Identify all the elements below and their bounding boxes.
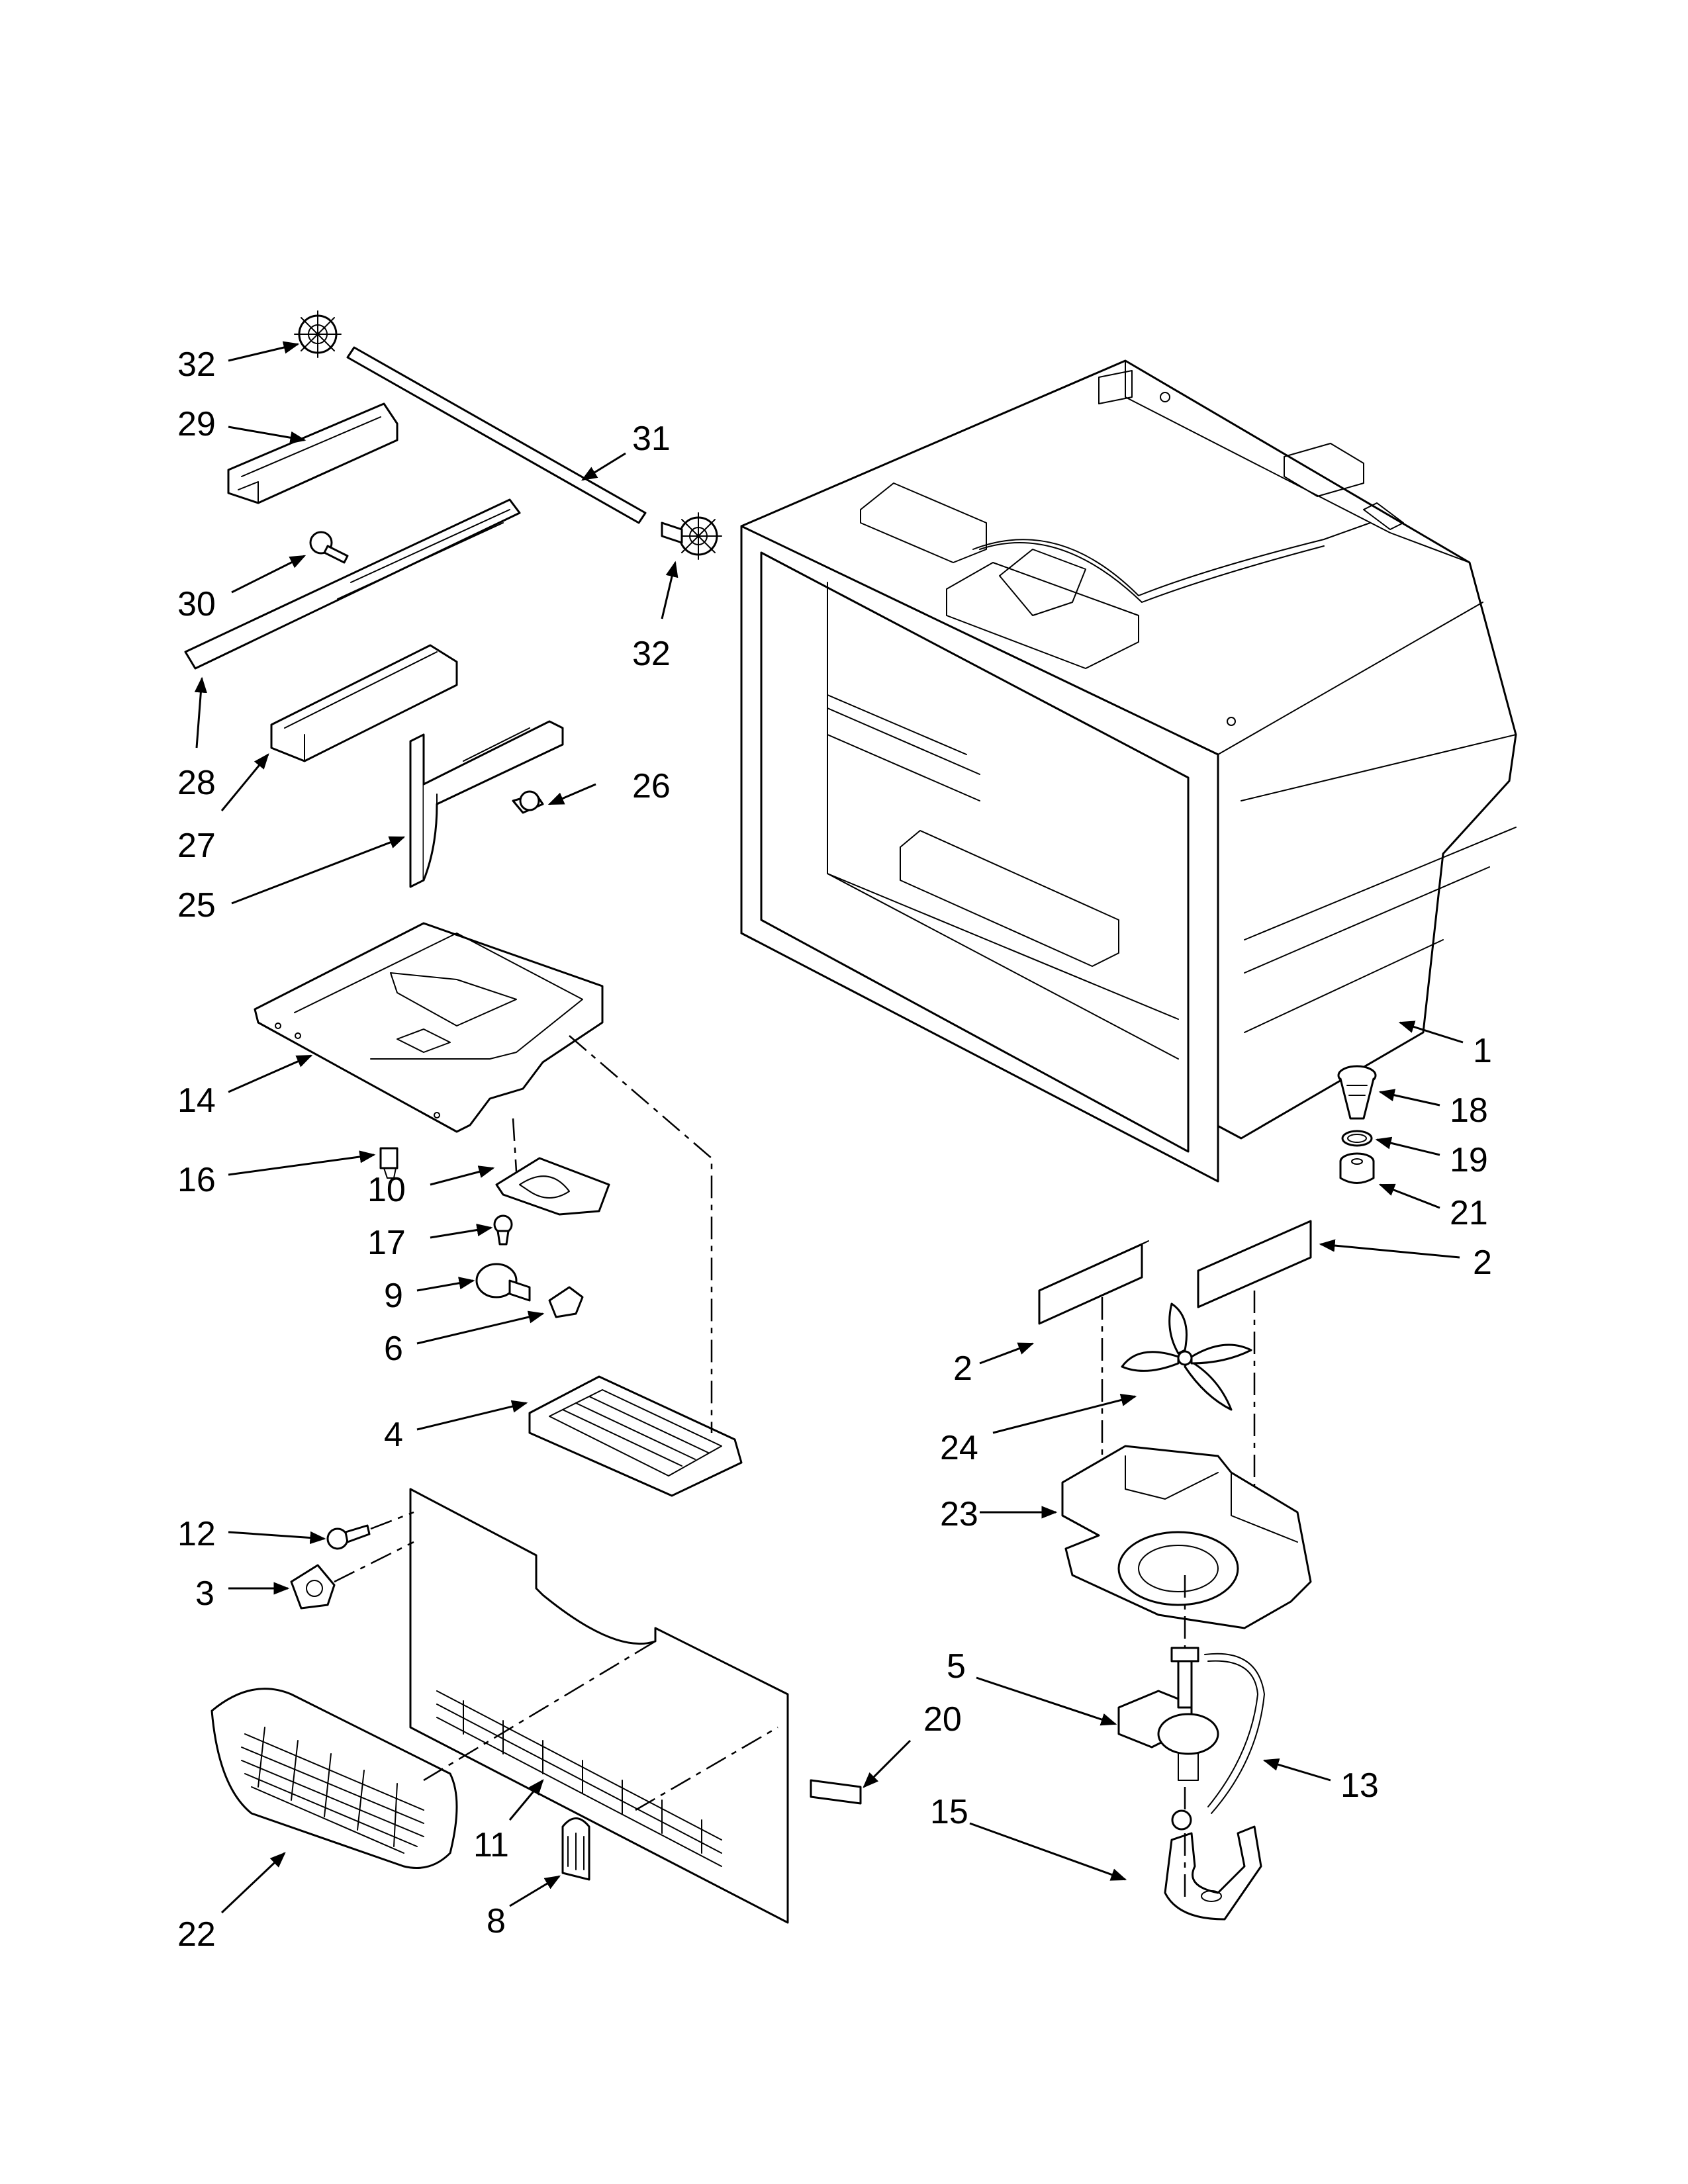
callout-30: 30 bbox=[177, 585, 216, 623]
part-4-drip-tray bbox=[528, 1375, 743, 1497]
callout-16: 16 bbox=[177, 1161, 216, 1199]
callout-12: 12 bbox=[177, 1515, 216, 1553]
callout-9: 9 bbox=[384, 1277, 403, 1315]
callout-27: 27 bbox=[177, 827, 216, 865]
part-29-slide-bracket bbox=[227, 402, 399, 504]
callout-5: 5 bbox=[947, 1647, 966, 1686]
callout-1: 1 bbox=[1473, 1032, 1492, 1070]
callout-8: 8 bbox=[487, 1902, 506, 1940]
part-23-fan-shroud bbox=[1061, 1445, 1312, 1629]
part-8-clip bbox=[561, 1817, 590, 1881]
callout-23: 23 bbox=[940, 1495, 978, 1533]
callout-2-left: 2 bbox=[953, 1349, 972, 1388]
callout-11: 11 bbox=[473, 1826, 509, 1864]
callout-18: 18 bbox=[1450, 1091, 1488, 1130]
part-13-wire-harness bbox=[1204, 1653, 1265, 1814]
part-24-fan-blade bbox=[1121, 1302, 1252, 1411]
part-22-grille bbox=[211, 1688, 458, 1869]
callout-2-right: 2 bbox=[1473, 1244, 1492, 1282]
part-31-rod bbox=[346, 346, 647, 524]
callout-22: 22 bbox=[177, 1915, 216, 1954]
assembly-line-12 bbox=[370, 1511, 414, 1530]
part-9-bulb bbox=[475, 1263, 531, 1302]
callout-24: 24 bbox=[940, 1429, 978, 1467]
callout-3: 3 bbox=[195, 1574, 214, 1613]
callout-19: 19 bbox=[1450, 1141, 1488, 1179]
part-1-liner bbox=[740, 359, 1517, 1183]
callout-32-right: 32 bbox=[632, 635, 671, 673]
part-16-switch bbox=[379, 1147, 399, 1179]
callout-31: 31 bbox=[632, 420, 671, 458]
part-32a-gear bbox=[294, 310, 342, 358]
part-17-screw bbox=[493, 1214, 513, 1246]
part-14-housing bbox=[254, 922, 604, 1133]
callout-4: 4 bbox=[384, 1416, 403, 1454]
part-5-fan-motor bbox=[1117, 1647, 1219, 1781]
part-21-grommet bbox=[1339, 1152, 1375, 1184]
leader-lines bbox=[194, 341, 1464, 1914]
part-30-screw bbox=[309, 531, 349, 564]
callout-15: 15 bbox=[930, 1793, 968, 1831]
part-3-bracket bbox=[290, 1564, 336, 1610]
callout-6: 6 bbox=[384, 1330, 403, 1368]
callout-25: 25 bbox=[177, 886, 216, 925]
assembly-line-3 bbox=[334, 1541, 414, 1583]
callout-32-top: 32 bbox=[177, 345, 216, 384]
assembly-line-22 bbox=[423, 1640, 656, 1782]
callout-28: 28 bbox=[177, 764, 216, 802]
callout-17: 17 bbox=[367, 1224, 406, 1262]
part-2a-insulation bbox=[1038, 1240, 1149, 1325]
part-15-motor-bracket bbox=[1164, 1809, 1262, 1921]
assembly-line-11 bbox=[635, 1726, 778, 1811]
part-12-screw bbox=[326, 1524, 371, 1550]
callout-13: 13 bbox=[1340, 1766, 1379, 1805]
callout-14: 14 bbox=[177, 1081, 216, 1120]
part-28-slide-rail bbox=[184, 498, 521, 670]
callout-10: 10 bbox=[367, 1171, 406, 1209]
callout-20: 20 bbox=[923, 1700, 962, 1739]
part-26-screw bbox=[512, 790, 544, 814]
callout-29: 29 bbox=[177, 405, 216, 443]
part-25-bracket bbox=[409, 720, 564, 888]
part-11-panel bbox=[409, 1488, 789, 1924]
part-19-o-ring bbox=[1341, 1130, 1373, 1147]
callout-26: 26 bbox=[632, 767, 671, 805]
part-32b-gear bbox=[661, 512, 722, 560]
part-20-seal bbox=[810, 1779, 862, 1805]
assembly-line-14-4 bbox=[569, 1035, 713, 1433]
part-27-slide-bracket bbox=[270, 644, 458, 762]
part-6-socket bbox=[548, 1286, 584, 1318]
assembly-line-14-10 bbox=[512, 1118, 518, 1172]
part-2b-insulation bbox=[1197, 1220, 1312, 1308]
callout-labels: 32 29 31 30 32 28 27 26 25 14 16 10 17 9… bbox=[177, 345, 1492, 1954]
part-10-lens bbox=[495, 1157, 610, 1216]
part-18-drain-fitting bbox=[1337, 1065, 1377, 1120]
callout-21: 21 bbox=[1450, 1194, 1488, 1232]
